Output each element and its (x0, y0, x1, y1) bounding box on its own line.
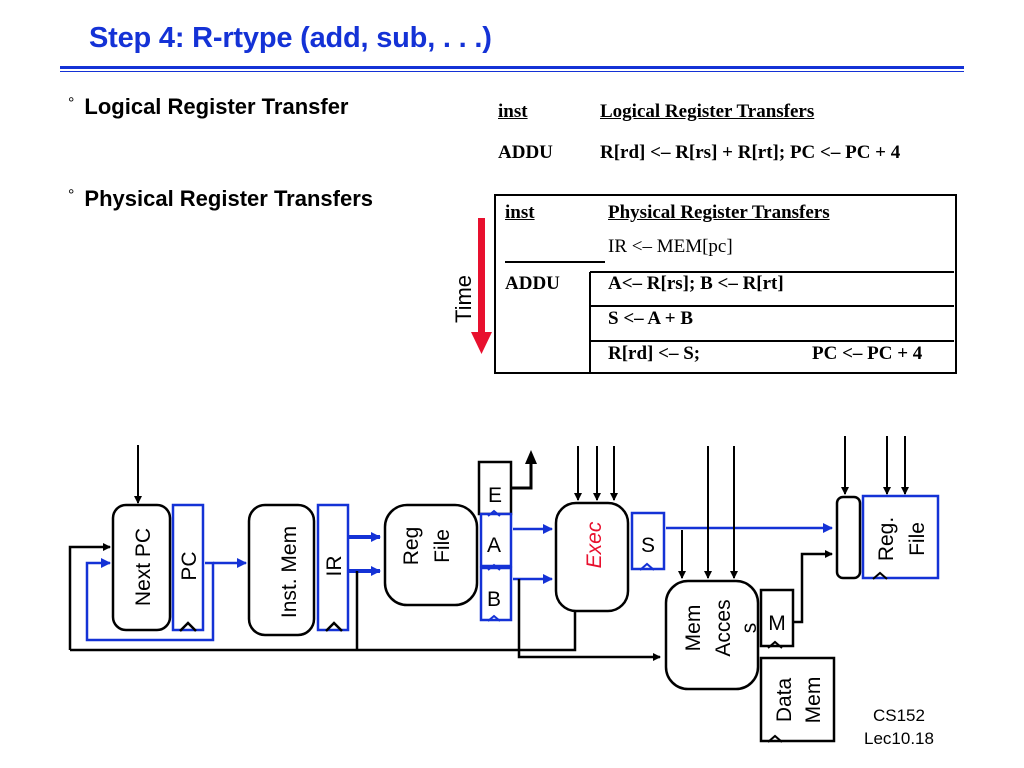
data-mem-label-1: Data (773, 678, 796, 723)
time-arrow (471, 218, 492, 354)
mem-access-label-1: Mem (682, 605, 705, 652)
clock-icon (487, 563, 501, 571)
arrow-up-icon (525, 450, 537, 464)
reg-file-wb-label-1: Reg. (875, 517, 898, 561)
physical-step-3b: PC <– PC + 4 (812, 343, 923, 364)
clock-icon (872, 571, 888, 580)
reg-file-label-1: Reg (400, 527, 423, 566)
table-lines (505, 261, 954, 374)
m-label: M (768, 612, 786, 635)
physical-step-3a: R[rd] <– S; (608, 343, 701, 364)
course-label: CS152 (872, 706, 925, 725)
clock-icon (179, 621, 197, 632)
m-to-writeback-wire (793, 550, 833, 624)
reg-file-block: Reg File (383, 503, 479, 607)
logical-row-inst: ADDU (498, 142, 553, 163)
bullet-text: Logical Register Transfer (84, 94, 349, 119)
reg-file-label-2: File (431, 529, 454, 563)
physical-fetch-step: IR <– MEM[pc] (608, 236, 733, 257)
e-output-wire (511, 462, 533, 490)
physical-table (494, 194, 957, 374)
pc-label: PC (178, 551, 201, 580)
inst-mem-label: Inst. Mem (278, 526, 301, 618)
exec-label: Exec (583, 521, 606, 568)
exec-block: Exec (554, 446, 630, 613)
b-label: B (487, 588, 501, 611)
clock-icon (487, 509, 501, 517)
m-register: M (759, 588, 795, 649)
next-pc-label: Next PC (132, 528, 155, 606)
bullet-physical: ° Physical Register Transfers (68, 186, 373, 212)
bullet-logical: ° Logical Register Transfer (68, 94, 349, 120)
bullet-marker: ° (68, 95, 75, 112)
physical-step-1: A<– R[rs]; B <– R[rt] (608, 273, 784, 294)
physical-header-transfers: Physical Register Transfers (608, 202, 830, 223)
b-to-mem-wire (517, 579, 661, 661)
clock-icon (639, 562, 655, 571)
s-label: S (641, 534, 655, 557)
clock-icon (487, 614, 501, 622)
reg-file-writeback-block: Reg. File (861, 436, 940, 580)
writeback-mux (835, 436, 862, 580)
blue-feedback-wire (85, 558, 215, 642)
a-label: A (487, 534, 501, 557)
physical-inst: ADDU (505, 273, 560, 294)
slide-footer: CS152 Lec10.18 (864, 704, 934, 750)
logical-header-inst: inst (498, 101, 528, 122)
logical-row-transfer: R[rd] <– R[rs] + R[rt]; PC <– PC + 4 (600, 142, 901, 163)
reg-file-wb-label-2: File (906, 522, 929, 556)
mem-access-label-2: Acces (712, 599, 735, 656)
bullet-marker: ° (68, 187, 75, 204)
ir-label: IR (323, 556, 346, 577)
inst-mem-block: Inst. Mem (247, 503, 316, 637)
lecture-label: Lec10.18 (864, 729, 934, 748)
clock-icon (767, 640, 783, 649)
e-label: E (488, 484, 502, 507)
next-pc-block: Next PC (111, 445, 172, 632)
slide-title: Step 4: R-rtype (add, sub, . . .) (89, 22, 492, 54)
data-mem-label-2: Mem (802, 677, 825, 724)
e-register: E (477, 450, 537, 516)
clock-icon (767, 734, 783, 743)
a-register: A (479, 509, 513, 568)
physical-step-2: S <– A + B (608, 308, 694, 329)
b-register: B (479, 563, 513, 622)
data-mem-block: Data Mem (759, 656, 836, 743)
clock-icon (325, 621, 343, 632)
logical-header-transfers: Logical Register Transfers (600, 101, 815, 122)
mem-access-label-3: s (738, 623, 761, 634)
ir-register: IR (316, 503, 350, 632)
mem-access-block: Mem Acces s (664, 446, 761, 691)
title-rule-thin (60, 71, 964, 72)
black-feedback-wire (68, 543, 111, 650)
title-rule (60, 66, 964, 69)
bullet-text: Physical Register Transfers (84, 186, 373, 211)
s-register: S (630, 511, 666, 571)
pc-register: PC (171, 503, 205, 632)
physical-header-inst: inst (505, 202, 535, 223)
bottom-control-wire (70, 602, 579, 652)
